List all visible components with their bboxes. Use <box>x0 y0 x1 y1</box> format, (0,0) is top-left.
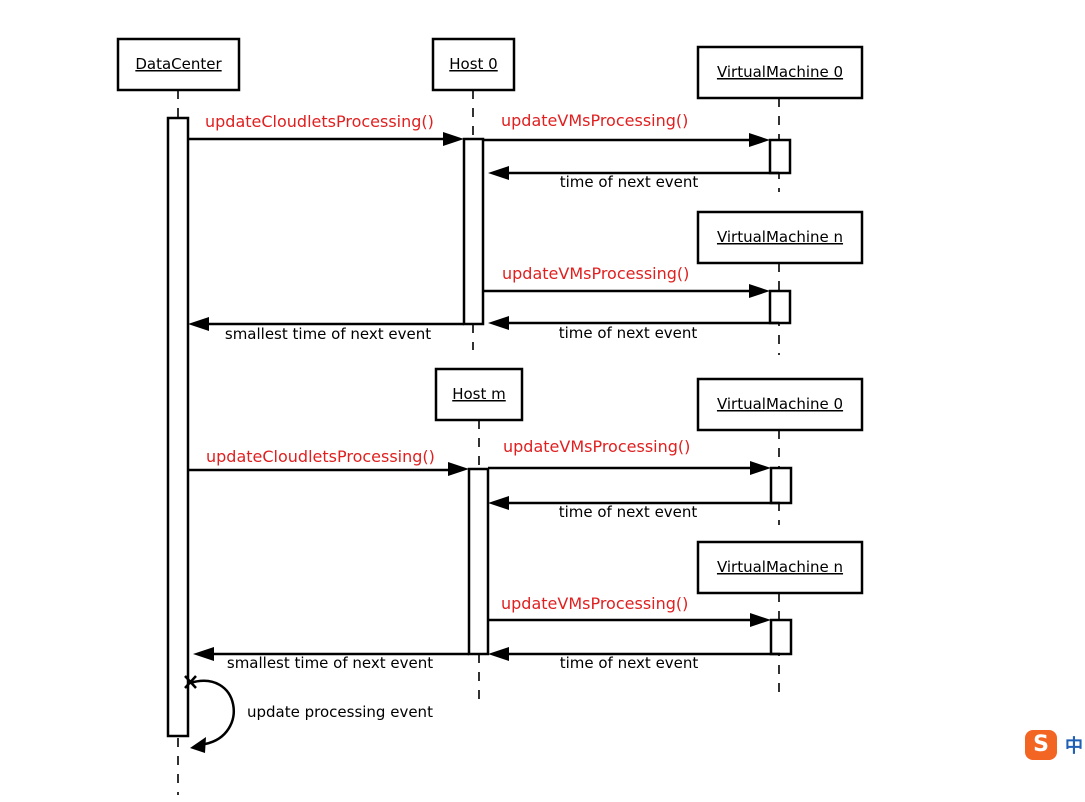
message-update-vms-2-label: updateVMsProcessing() <box>502 264 689 283</box>
message-time-next-3-label: time of next event <box>559 503 698 521</box>
self-call-start-marker-icon <box>184 675 197 689</box>
message-update-vms-2: updateVMsProcessing() <box>483 264 770 298</box>
message-update-vms-3-label: updateVMsProcessing() <box>503 437 690 456</box>
activation-host0 <box>462 137 485 326</box>
message-time-next-1: time of next event <box>488 166 779 191</box>
object-hostm-label: Host m <box>452 385 506 403</box>
message-update-vms-1-label: updateVMsProcessing() <box>501 111 688 130</box>
object-hostm-vmn: VirtualMachine n <box>696 540 864 595</box>
message-update-cloudlets-1-label: updateCloudletsProcessing() <box>205 112 434 131</box>
ime-tray[interactable]: S 中 <box>1022 728 1085 762</box>
arrowhead-right-icon <box>749 284 770 298</box>
object-host0-label: Host 0 <box>449 55 497 73</box>
object-datacenter: DataCenter <box>116 37 241 92</box>
arrowhead-right-icon <box>750 461 771 475</box>
message-self-call: update processing event <box>184 675 433 753</box>
object-hostm-vmn-label: VirtualMachine n <box>717 558 843 576</box>
object-host0-vm0-label: VirtualMachine 0 <box>717 63 843 81</box>
message-smallest-1: smallest time of next event <box>188 317 464 343</box>
sogou-ime-icon[interactable]: S <box>1025 730 1057 760</box>
arrowhead-left-icon <box>193 647 214 661</box>
object-host0: Host 0 <box>431 37 516 92</box>
arrowhead-right-icon <box>749 133 770 147</box>
arrowhead-left-icon <box>488 496 509 510</box>
message-update-vms-4-label: updateVMsProcessing() <box>501 594 688 613</box>
arrowhead-left-icon <box>190 737 206 753</box>
arrowhead-right-icon <box>448 462 469 476</box>
message-time-next-1-label: time of next event <box>560 173 699 191</box>
object-datacenter-label: DataCenter <box>135 55 222 73</box>
message-time-next-3: time of next event <box>488 496 780 521</box>
message-self-call-label: update processing event <box>247 703 433 721</box>
activation-host0-vmn <box>768 289 792 325</box>
activation-hostm-vmn <box>769 618 793 656</box>
message-update-cloudlets-1: updateCloudletsProcessing() <box>188 112 464 146</box>
object-hostm: Host m <box>434 367 524 422</box>
arrowhead-left-icon <box>488 316 509 330</box>
message-time-next-2-label: time of next event <box>559 324 698 342</box>
object-hostm-vm0-label: VirtualMachine 0 <box>717 395 843 413</box>
message-update-vms-3: updateVMsProcessing() <box>488 437 771 475</box>
arrowhead-left-icon <box>488 166 509 180</box>
message-time-next-4: time of next event <box>488 647 780 672</box>
object-host0-vm0: VirtualMachine 0 <box>696 45 864 100</box>
ime-mode-indicator[interactable]: 中 <box>1065 736 1083 757</box>
activation-datacenter <box>166 116 190 738</box>
object-hostm-vm0: VirtualMachine 0 <box>696 377 864 432</box>
message-smallest-2-label: smallest time of next event <box>227 654 433 672</box>
object-host0-vmn: VirtualMachine n <box>696 210 864 265</box>
object-host0-vmn-label: VirtualMachine n <box>717 228 843 246</box>
message-update-vms-1: updateVMsProcessing() <box>483 111 770 147</box>
arrowhead-right-icon <box>750 613 771 627</box>
message-smallest-1-label: smallest time of next event <box>225 325 431 343</box>
arrowhead-right-icon <box>443 132 464 146</box>
message-update-vms-4: updateVMsProcessing() <box>488 594 771 627</box>
message-update-cloudlets-2-label: updateCloudletsProcessing() <box>206 447 435 466</box>
message-smallest-2: smallest time of next event <box>193 647 469 672</box>
message-update-cloudlets-2: updateCloudletsProcessing() <box>188 447 469 476</box>
arrowhead-left-icon <box>188 317 209 331</box>
activation-hostm <box>467 467 490 656</box>
activation-host0-vm0 <box>768 138 792 175</box>
message-time-next-2: time of next event <box>488 316 779 342</box>
message-time-next-4-label: time of next event <box>560 654 699 672</box>
activation-hostm-vm0 <box>769 466 793 505</box>
arrowhead-left-icon <box>488 647 509 661</box>
